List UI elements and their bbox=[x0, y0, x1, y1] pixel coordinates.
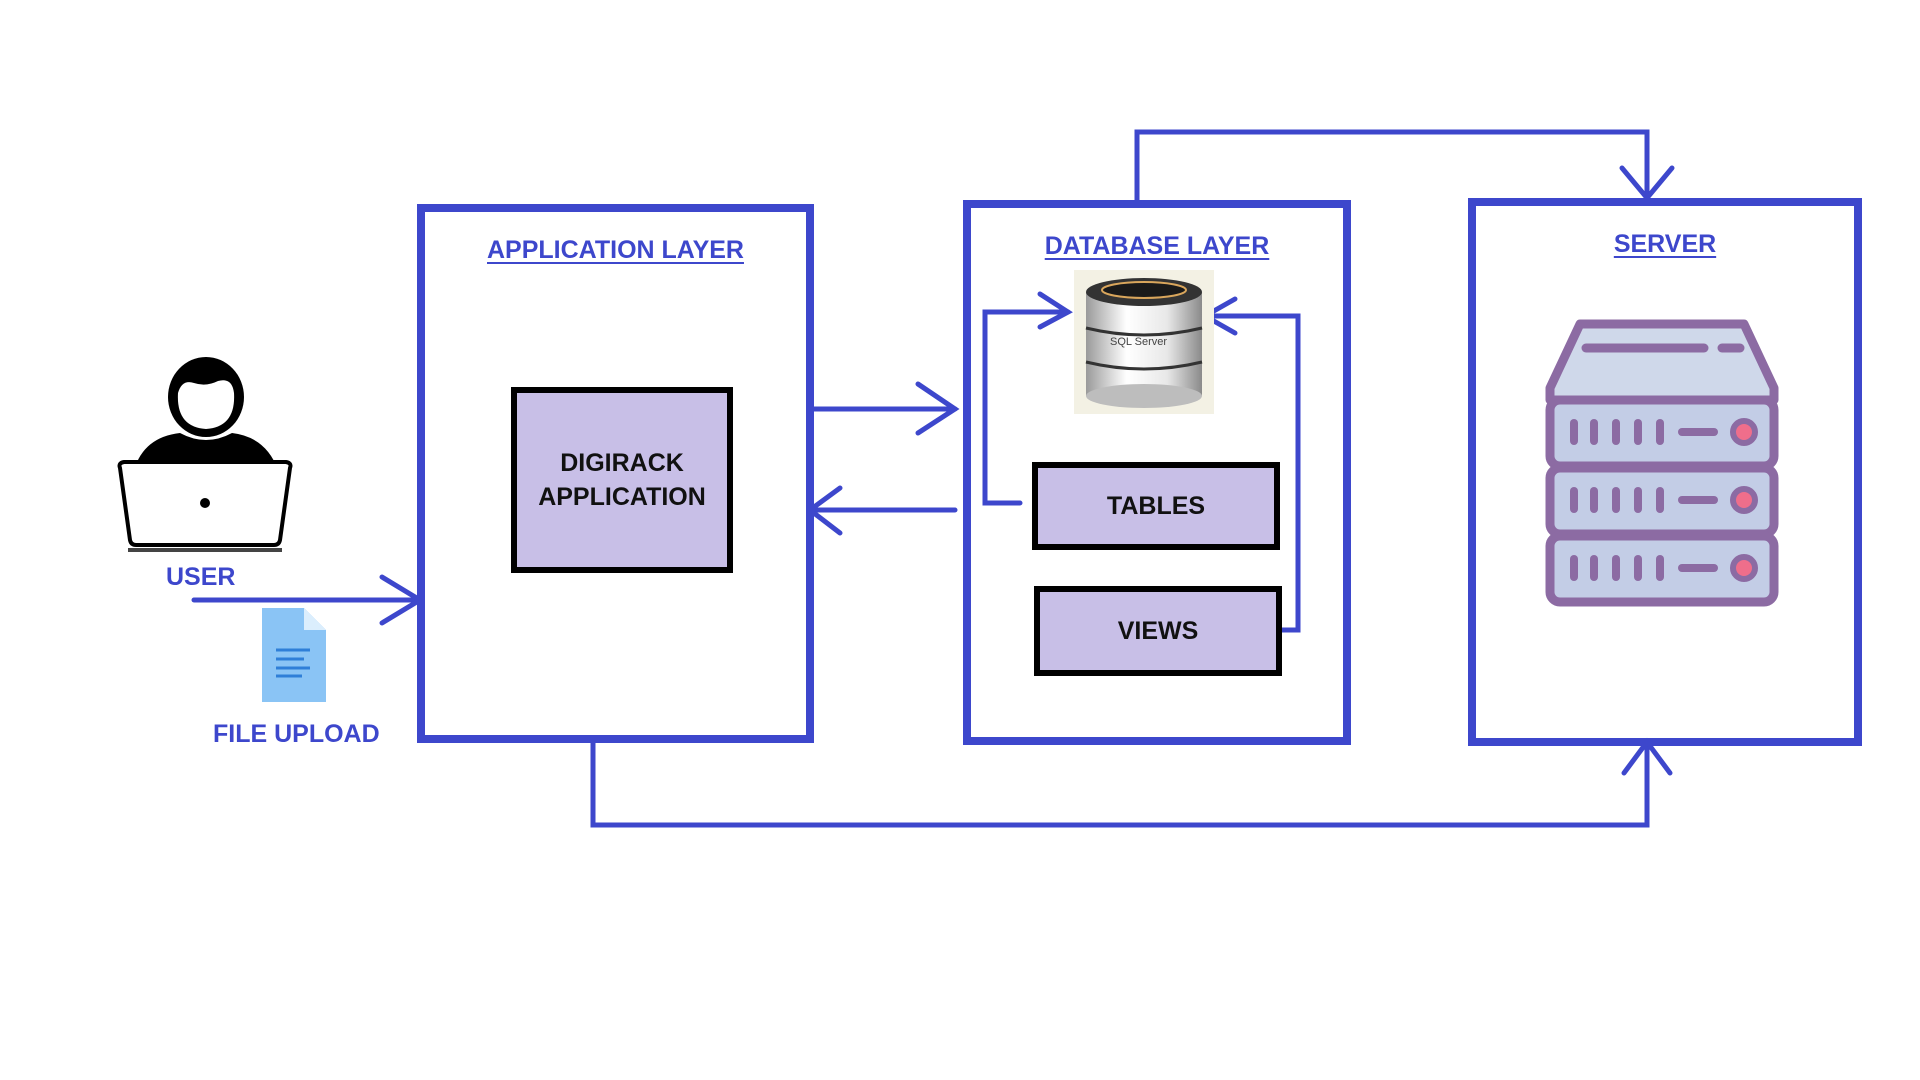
database-layer-title: DATABASE LAYER bbox=[1044, 232, 1270, 260]
server-layer: SERVER bbox=[1468, 198, 1862, 746]
arrowhead-db-to-server bbox=[1619, 165, 1675, 202]
sql-server-database-icon[interactable]: SQL Server bbox=[1074, 270, 1214, 414]
arrowhead-app-to-server bbox=[1621, 737, 1673, 776]
sql-server-icon-text: SQL Server bbox=[1110, 336, 1168, 348]
views-box[interactable]: VIEWS bbox=[1034, 586, 1282, 676]
tables-box[interactable]: TABLES bbox=[1032, 462, 1280, 550]
application-layer-title: APPLICATION LAYER bbox=[487, 236, 744, 264]
server-title: SERVER bbox=[1613, 230, 1717, 258]
digirack-application-box[interactable]: DIGIRACK APPLICATION bbox=[511, 387, 733, 573]
arrowhead-db-to-app bbox=[805, 485, 843, 536]
arrowhead-app-to-db bbox=[915, 381, 960, 436]
document-icon bbox=[262, 608, 326, 702]
user-label: USER bbox=[166, 563, 236, 591]
digirack-application-label-line2: APPLICATION bbox=[538, 483, 706, 511]
views-label: VIEWS bbox=[1117, 617, 1199, 645]
user-laptop-icon bbox=[114, 355, 296, 555]
file-upload-label: FILE UPLOAD bbox=[213, 720, 380, 748]
tables-label: TABLES bbox=[1106, 492, 1206, 520]
application-layer: APPLICATION LAYER DIGIRACK APPLICATION bbox=[417, 204, 814, 743]
server-rack-icon[interactable] bbox=[1544, 318, 1780, 608]
connector-app-to-server bbox=[590, 732, 1650, 828]
database-layer: DATABASE LAYER bbox=[963, 200, 1351, 745]
digirack-application-label-line1: DIGIRACK bbox=[560, 449, 684, 477]
server-unit-1-indicators bbox=[1570, 419, 1718, 445]
connector-db-to-server bbox=[1134, 129, 1650, 203]
arrowhead-user-to-app bbox=[379, 574, 425, 626]
